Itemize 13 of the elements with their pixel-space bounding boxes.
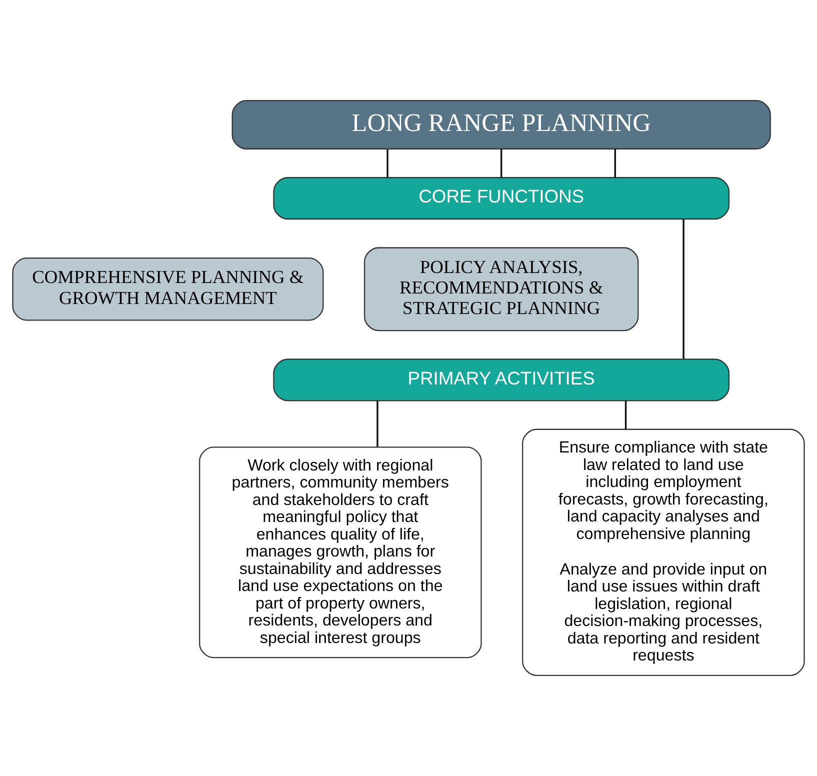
node-box: Ensure compliance with state law related to land use including employment forecasts, growth forecasting, land capacity analyses and comprehensive planning Analyze and provide input on land use issues within draft legislation, regional decision-making processes, data reporting and resident requests	[522, 428, 805, 676]
connector	[624, 400, 627, 430]
node-box: Work closely with regional partners, community members and stakeholders to craft meaningful policy that enhances quality of life, manages growth, plans for sustainability and addresses land use expectations on the part of property owners, residents, developers and special interest groups	[198, 446, 482, 658]
connector	[614, 149, 616, 178]
node-box: PRIMARY ACTIVITIES	[273, 358, 730, 402]
node-box: POLICY ANALYSIS, RECOMMENDATIONS & STRATEGIC PLANNING	[364, 247, 639, 332]
node-box: LONG RANGE PLANNING	[232, 100, 771, 150]
node-box: COMPREHENSIVE PLANNING & GROWTH MANAGEMENT	[12, 258, 324, 321]
connector	[500, 149, 502, 178]
connector	[376, 400, 378, 447]
connector	[386, 149, 388, 178]
connector	[682, 219, 684, 359]
node-box: CORE FUNCTIONS	[273, 177, 730, 220]
